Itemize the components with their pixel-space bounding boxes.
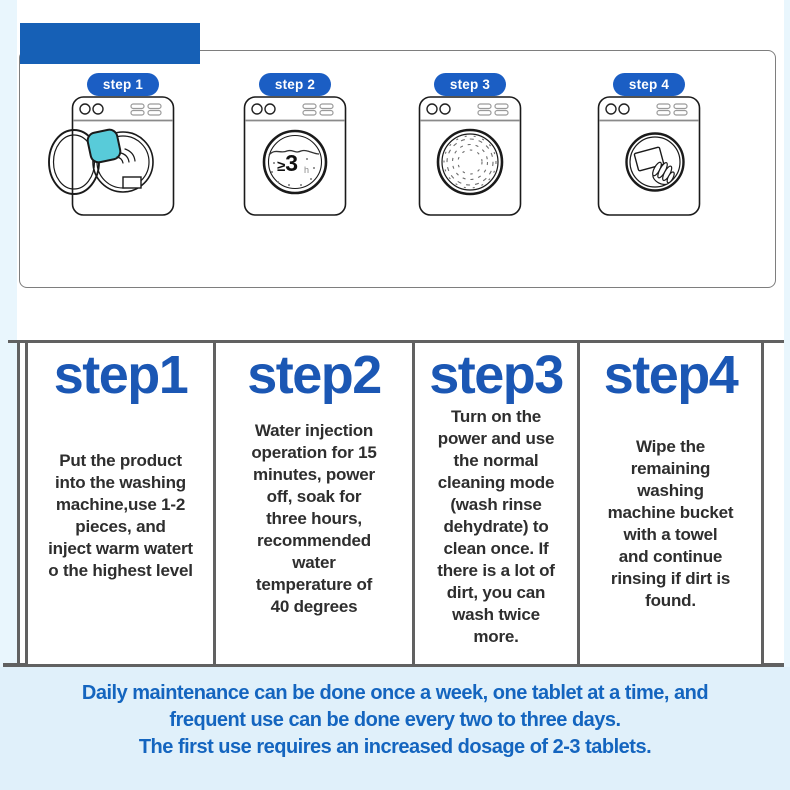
hand-icon — [652, 161, 675, 186]
blue-header-bar — [20, 23, 200, 64]
step2-title: step2 — [247, 345, 382, 405]
step2-badge: step 2 — [259, 73, 331, 96]
right-margin-band — [784, 0, 790, 667]
cleaning-tablet-icon — [86, 128, 122, 164]
step1-badge: step 1 — [87, 73, 159, 96]
table-outer-left-rule — [17, 340, 20, 667]
vent-grill-icon — [130, 103, 162, 116]
soak-duration-unit: h — [304, 165, 309, 175]
knob-icon — [79, 103, 91, 115]
step4-title: step4 — [603, 345, 739, 405]
vent-grill-icon — [302, 103, 334, 116]
soaking-drum-icon: ≥3 h — [262, 129, 328, 195]
step1-card: step1 Put the product into the washing m… — [25, 340, 216, 667]
knob-icon — [618, 103, 630, 115]
dirt-swirl-icon — [443, 135, 497, 189]
washing-machine-step4-illustration — [597, 96, 701, 216]
step3-title: step3 — [429, 345, 564, 405]
step4-badge: step 4 — [613, 73, 685, 96]
knob-icon — [605, 103, 617, 115]
knob-icon — [92, 103, 104, 115]
left-margin-band — [0, 0, 17, 667]
washing-machine-step1-illustration — [48, 96, 175, 216]
knob-icon — [426, 103, 438, 115]
step3-card: step3 Turn on the power and use the norm… — [412, 340, 580, 667]
drop-motion-lines-icon — [116, 148, 136, 164]
maintenance-note-line1: Daily maintenance can be done once a wee… — [81, 682, 709, 704]
dirty-drum-icon — [436, 128, 504, 196]
step4-description: Wipe the remaining washing machine bucke… — [607, 437, 734, 610]
maintenance-note: Daily maintenance can be done once a wee… — [0, 667, 790, 790]
step3-badge: step 3 — [434, 73, 506, 96]
washing-machine-step3-illustration — [418, 96, 522, 216]
water-line-icon — [268, 149, 320, 156]
step1-title: step1 — [53, 345, 189, 405]
illustration-panel: step 1 step 2 step 3 step 4 — [19, 50, 776, 288]
soak-duration-label: ≥3 — [277, 150, 298, 176]
step2-card: step2 Water injection operation for 15 m… — [213, 340, 415, 667]
vent-grill-icon — [656, 103, 688, 116]
maintenance-note-line2: frequent use can be done every two to th… — [169, 709, 621, 731]
washing-machine-step2-illustration: ≥3 h — [243, 96, 347, 216]
maintenance-note-line3: The first use requires an increased dosa… — [138, 736, 652, 758]
vent-grill-icon — [477, 103, 509, 116]
step2-description: Water injection operation for 15 minutes… — [251, 421, 377, 616]
step4-card: step4 Wipe the remaining washing machine… — [577, 340, 764, 667]
knob-icon — [264, 103, 276, 115]
step1-description: Put the product into the washing machine… — [48, 451, 193, 580]
step3-description: Turn on the power and use the normal cle… — [437, 407, 555, 646]
bubble-dots-icon — [271, 158, 315, 186]
knob-icon — [251, 103, 263, 115]
knob-icon — [439, 103, 451, 115]
